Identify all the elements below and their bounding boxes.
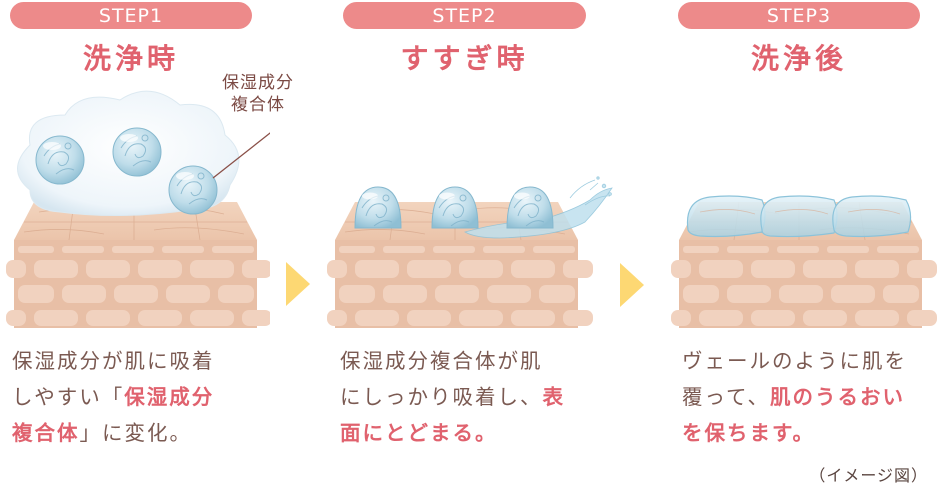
step2-desc-line1: 保湿成分複合体が肌: [340, 349, 543, 373]
moisture-veil-icon: [686, 195, 912, 238]
step3-desc-line1: ヴェールのように肌を: [682, 349, 907, 373]
image-caption: （イメージ図）: [809, 466, 928, 485]
water-splash-icon: [464, 176, 613, 239]
next-arrow-icon: [286, 262, 310, 306]
moisture-complex-sphere-icon: [35, 127, 218, 215]
callout-line1: 保湿成分: [222, 73, 294, 93]
step1-desc-line1: 保湿成分が肌に吸着: [12, 349, 215, 373]
callout-line2: 複合体: [231, 95, 285, 115]
step2-illustration: [327, 176, 613, 328]
step3-desc-highlight-a: 肌のうるおい: [769, 385, 905, 409]
step1-desc-line3b: 」に変化。: [79, 421, 192, 445]
step1-title: 洗浄時: [82, 42, 179, 75]
skin-block-icon: [6, 201, 270, 328]
step1-desc-highlight-a: 保湿成分: [124, 385, 215, 409]
step2-desc-highlight-a: 表: [542, 385, 565, 409]
step2-badge: STEP2: [343, 2, 586, 29]
step2-title: すすぎ時: [400, 42, 529, 75]
step3-illustration: [671, 195, 937, 328]
step1-illustration: [6, 90, 270, 328]
callout-label: 保湿成分 複合体: [222, 72, 294, 116]
step1-desc-line2a: しやすい「: [12, 385, 125, 409]
step2-desc-line2a: にしっかり吸着し、: [340, 385, 543, 409]
step1-description: 保湿成分が肌に吸着 しやすい「保湿成分 複合体」に変化。: [12, 343, 215, 451]
step1-badge: STEP1: [10, 2, 252, 29]
callout-leader-line: [212, 132, 270, 179]
step3-desc-highlight-b: を保ちます。: [682, 421, 815, 445]
step2-description: 保湿成分複合体が肌 にしっかり吸着し、表 面にとどまる。: [340, 343, 565, 451]
step1-desc-highlight-b: 複合体: [12, 421, 80, 445]
adsorbed-dome-icon: [354, 186, 554, 229]
step3-desc-line2a: 覆って、: [682, 385, 770, 409]
step2-desc-highlight-b: 面にとどまる。: [340, 421, 498, 445]
step3-badge: STEP3: [678, 2, 920, 29]
step3-title: 洗浄後: [750, 42, 847, 75]
next-arrow-icon: [620, 263, 644, 307]
step3-description: ヴェールのように肌を 覆って、肌のうるおい を保ちます。: [682, 343, 907, 451]
